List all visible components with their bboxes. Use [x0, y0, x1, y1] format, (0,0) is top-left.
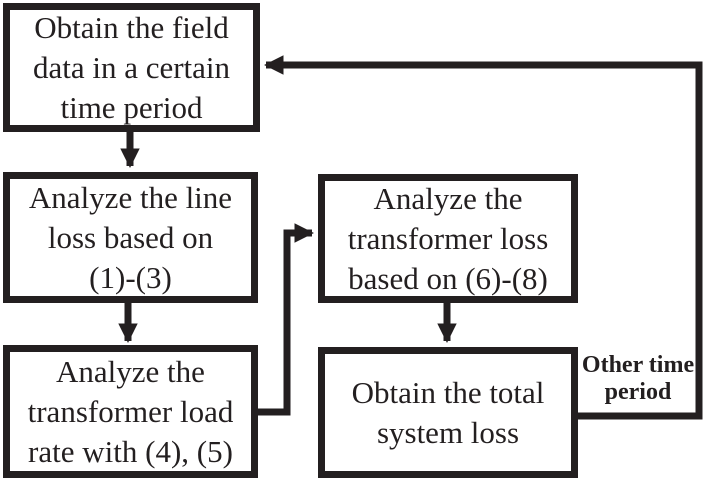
- edge-label-other-time-period: Other time period: [581, 352, 695, 405]
- box-analyze-line-loss: Analyze the line loss based on (1)-(3): [3, 172, 258, 303]
- box-analyze-line-loss-label: Analyze the line loss based on (1)-(3): [28, 179, 233, 295]
- box-obtain-total-system-loss-label: Obtain the total system loss: [351, 374, 545, 450]
- box-analyze-transformer-loss: Analyze the transformer loss based on (6…: [318, 174, 578, 303]
- box-obtain-field-data-label: Obtain the field data in a certain time …: [32, 9, 231, 125]
- arrow-feedback-other-time-period: [264, 55, 703, 420]
- box-obtain-total-system-loss: Obtain the total system loss: [318, 347, 578, 478]
- box-obtain-field-data: Obtain the field data in a certain time …: [3, 3, 260, 132]
- box-analyze-transformer-load-rate-label: Analyze the transformer load rate with (…: [27, 353, 234, 469]
- box-analyze-transformer-load-rate: Analyze the transformer load rate with (…: [3, 345, 258, 478]
- arrow-load-rate-to-transformer-loss: [256, 223, 314, 416]
- box-analyze-transformer-loss-label: Analyze the transformer loss based on (6…: [347, 180, 549, 296]
